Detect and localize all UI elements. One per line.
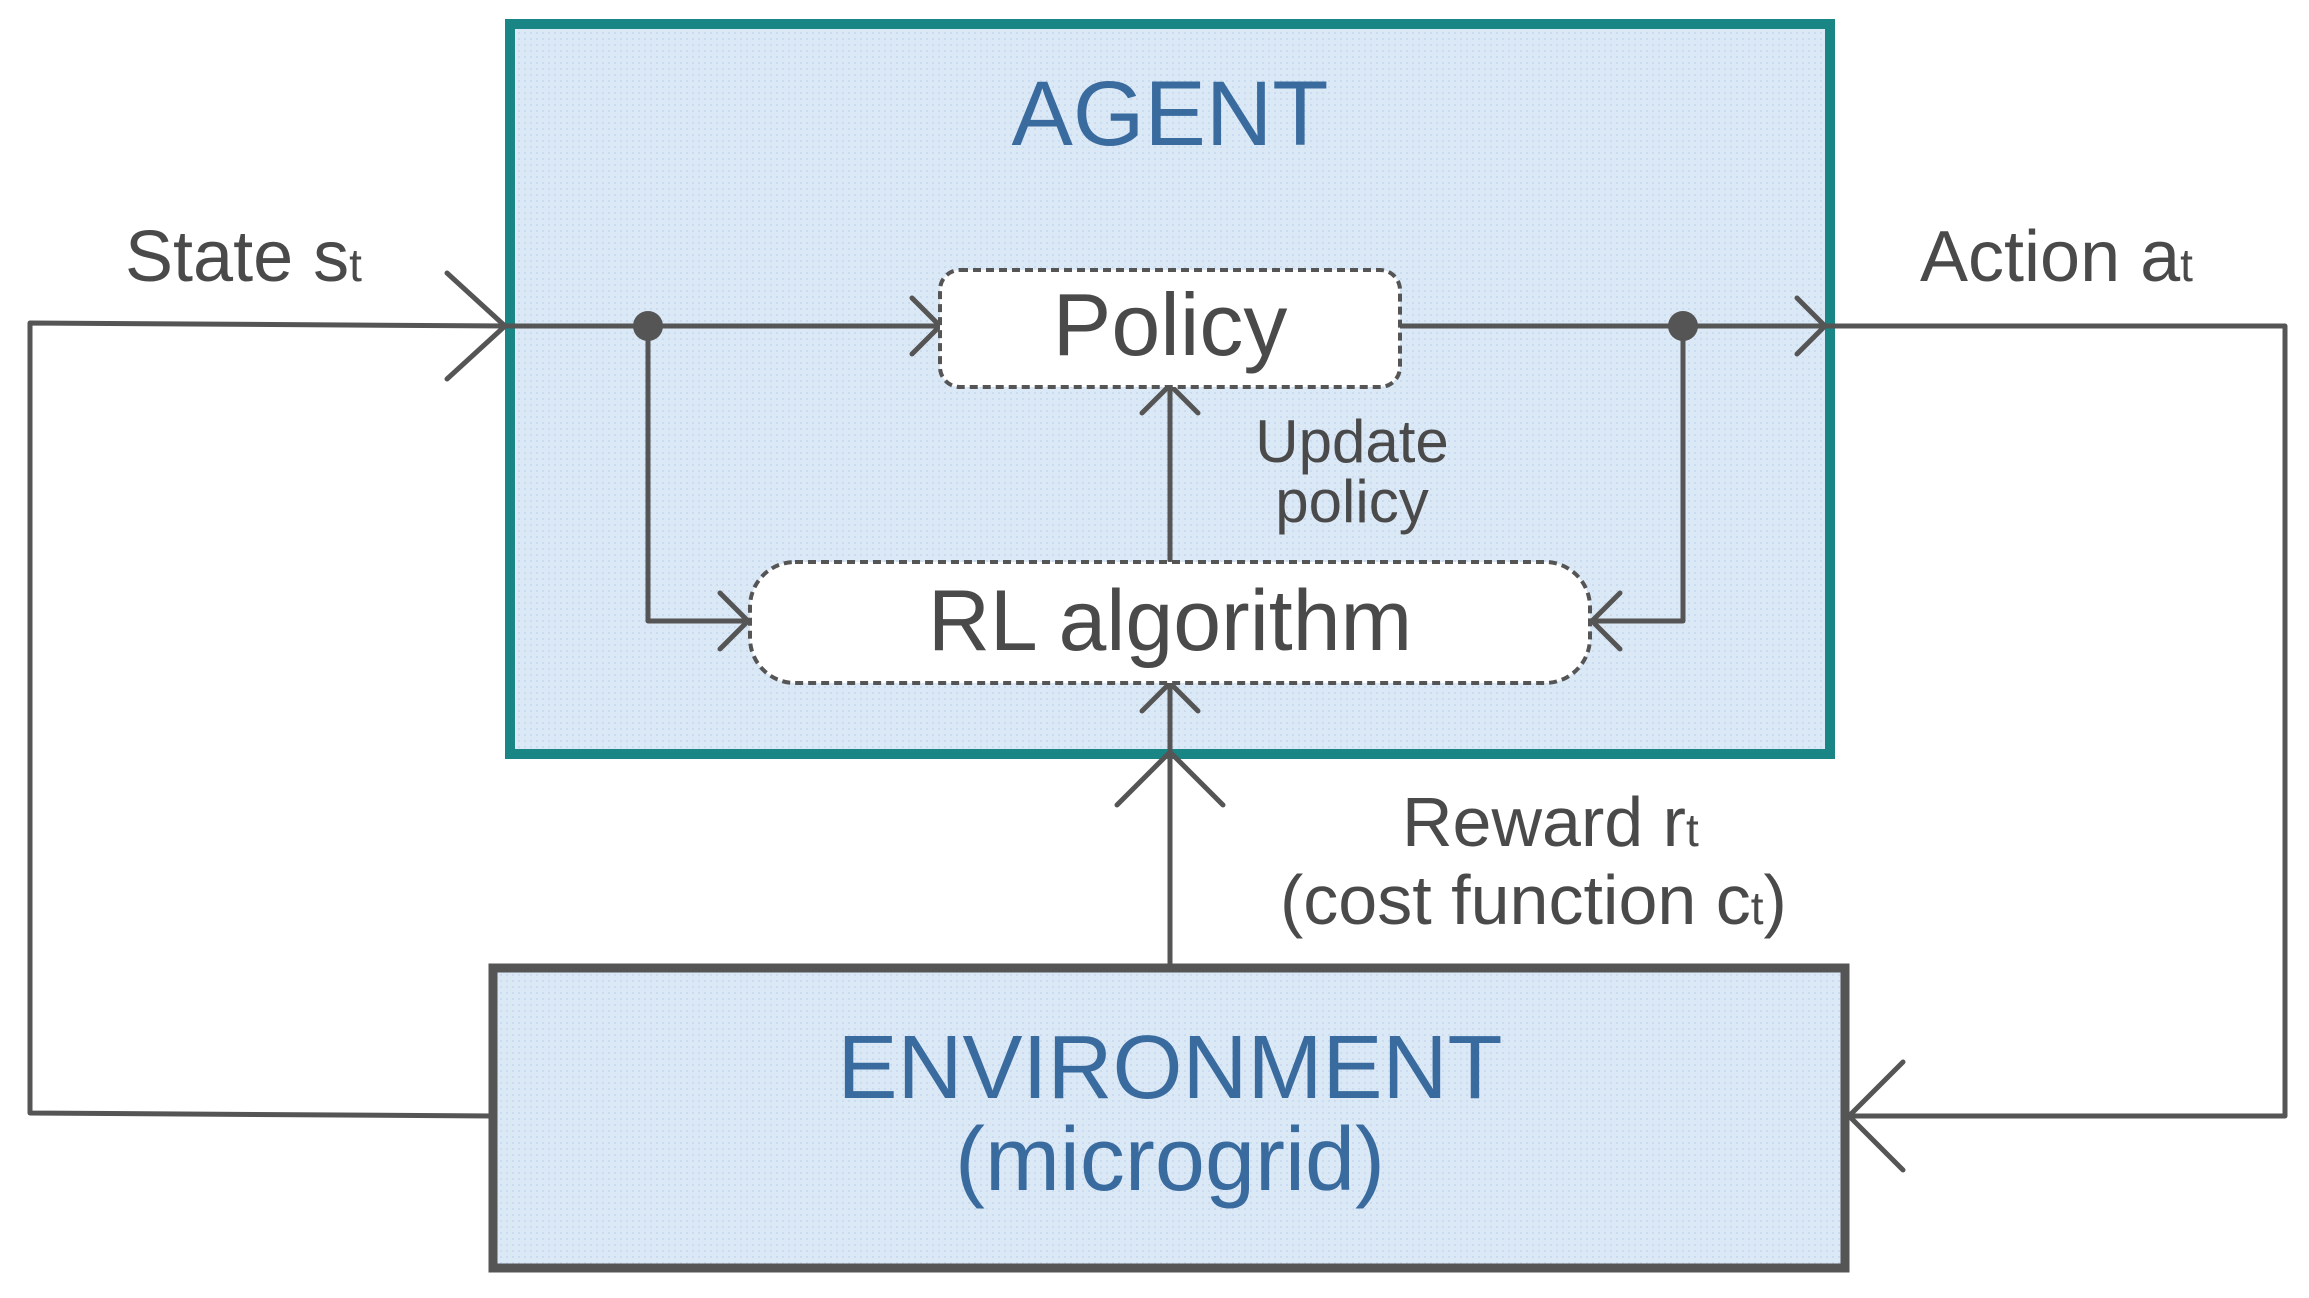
rl-algorithm-box xyxy=(748,560,1592,685)
action-junction-dot xyxy=(1668,311,1698,341)
rl-algorithm-label: RL algorithm xyxy=(928,573,1412,669)
agent-title: AGENT xyxy=(1012,63,1329,165)
reward-arrowhead xyxy=(1114,749,1226,808)
update-policy-label-line2: policy xyxy=(1275,468,1428,535)
environment-arrowhead xyxy=(1846,1059,1906,1173)
state-arrowhead xyxy=(444,270,508,382)
state-loop-line xyxy=(27,320,511,1119)
action-arrowhead xyxy=(1794,295,1828,357)
action-loop-line xyxy=(1822,323,2288,1119)
state-label: State st xyxy=(125,217,362,297)
connector-lines xyxy=(27,320,2288,1119)
environment-box xyxy=(488,963,1850,1273)
environment-title: ENVIRONMENT xyxy=(837,1018,1502,1118)
reward-label-line1: Reward rt xyxy=(1402,783,1699,861)
policy-box xyxy=(938,268,1402,389)
action-label: Action at xyxy=(1920,217,2193,297)
environment-subtitle: (microgrid) xyxy=(955,1110,1385,1210)
update-policy-label-line1: Update xyxy=(1255,408,1448,475)
state-to-rl-line xyxy=(645,323,753,624)
reward-label-line2: (cost function ct) xyxy=(1280,861,1787,939)
action-to-rl-line xyxy=(1587,323,1686,624)
policy-label: Policy xyxy=(1053,275,1288,374)
state-junction-dot xyxy=(633,311,663,341)
